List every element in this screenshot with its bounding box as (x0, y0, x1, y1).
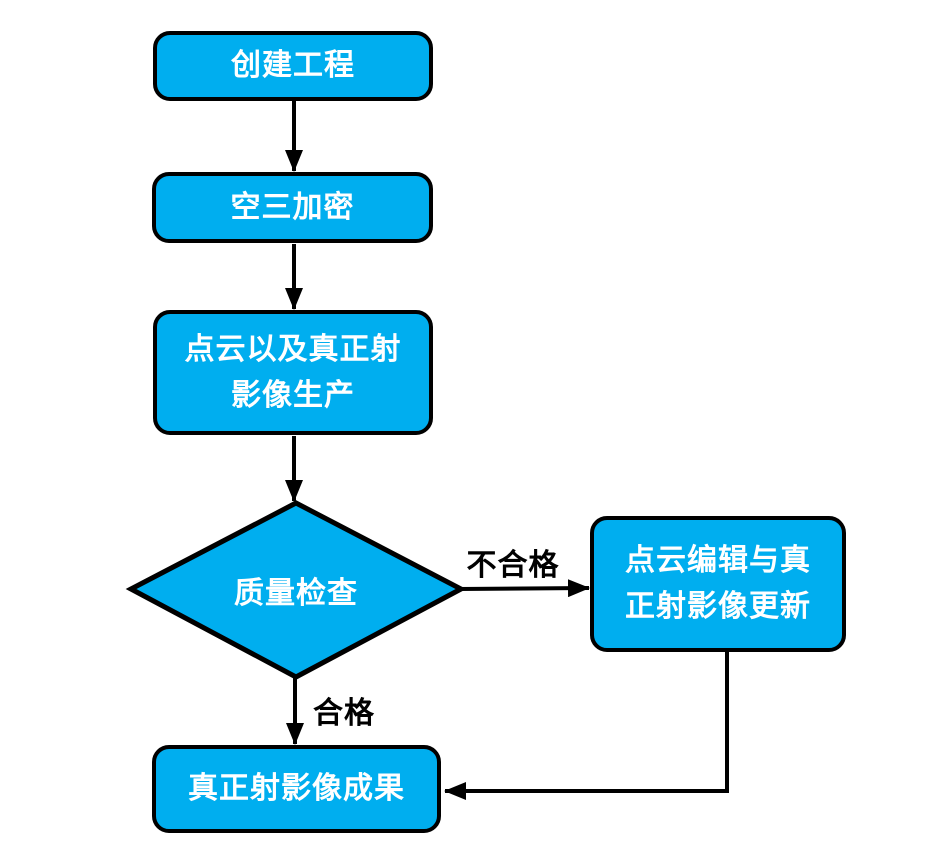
node-production-label-line1: 点云以及真正射 (184, 331, 402, 367)
node-quality-check: 质量检查 (131, 503, 461, 677)
node-edit-update-label-line1: 点云编辑与真 (625, 543, 811, 578)
arrow-check-to-edit (458, 579, 590, 598)
node-pointcloud-edit-update: 点云编辑与真 正射影像更新 (590, 516, 846, 652)
node-production-label-line2: 影像生产 (231, 377, 355, 413)
arrow-edit-to-result (444, 652, 729, 800)
node-create-project: 创建工程 (153, 31, 433, 101)
node-quality-check-label: 质量检查 (234, 576, 358, 611)
node-aerial-triangulation: 空三加密 (152, 172, 433, 243)
edge-label-fail: 不合格 (466, 548, 560, 583)
node-ortho-result: 真正射影像成果 (152, 745, 441, 833)
node-pointcloud-ortho-production: 点云以及真正射 影像生产 (153, 310, 433, 435)
edge-label-pass: 合格 (313, 696, 375, 731)
node-result-label: 真正射影像成果 (188, 771, 405, 806)
node-aerial-triangulation-label: 空三加密 (230, 189, 355, 225)
node-create-project-label: 创建工程 (231, 48, 355, 83)
node-edit-update-label-line2: 正射影像更新 (625, 589, 811, 624)
